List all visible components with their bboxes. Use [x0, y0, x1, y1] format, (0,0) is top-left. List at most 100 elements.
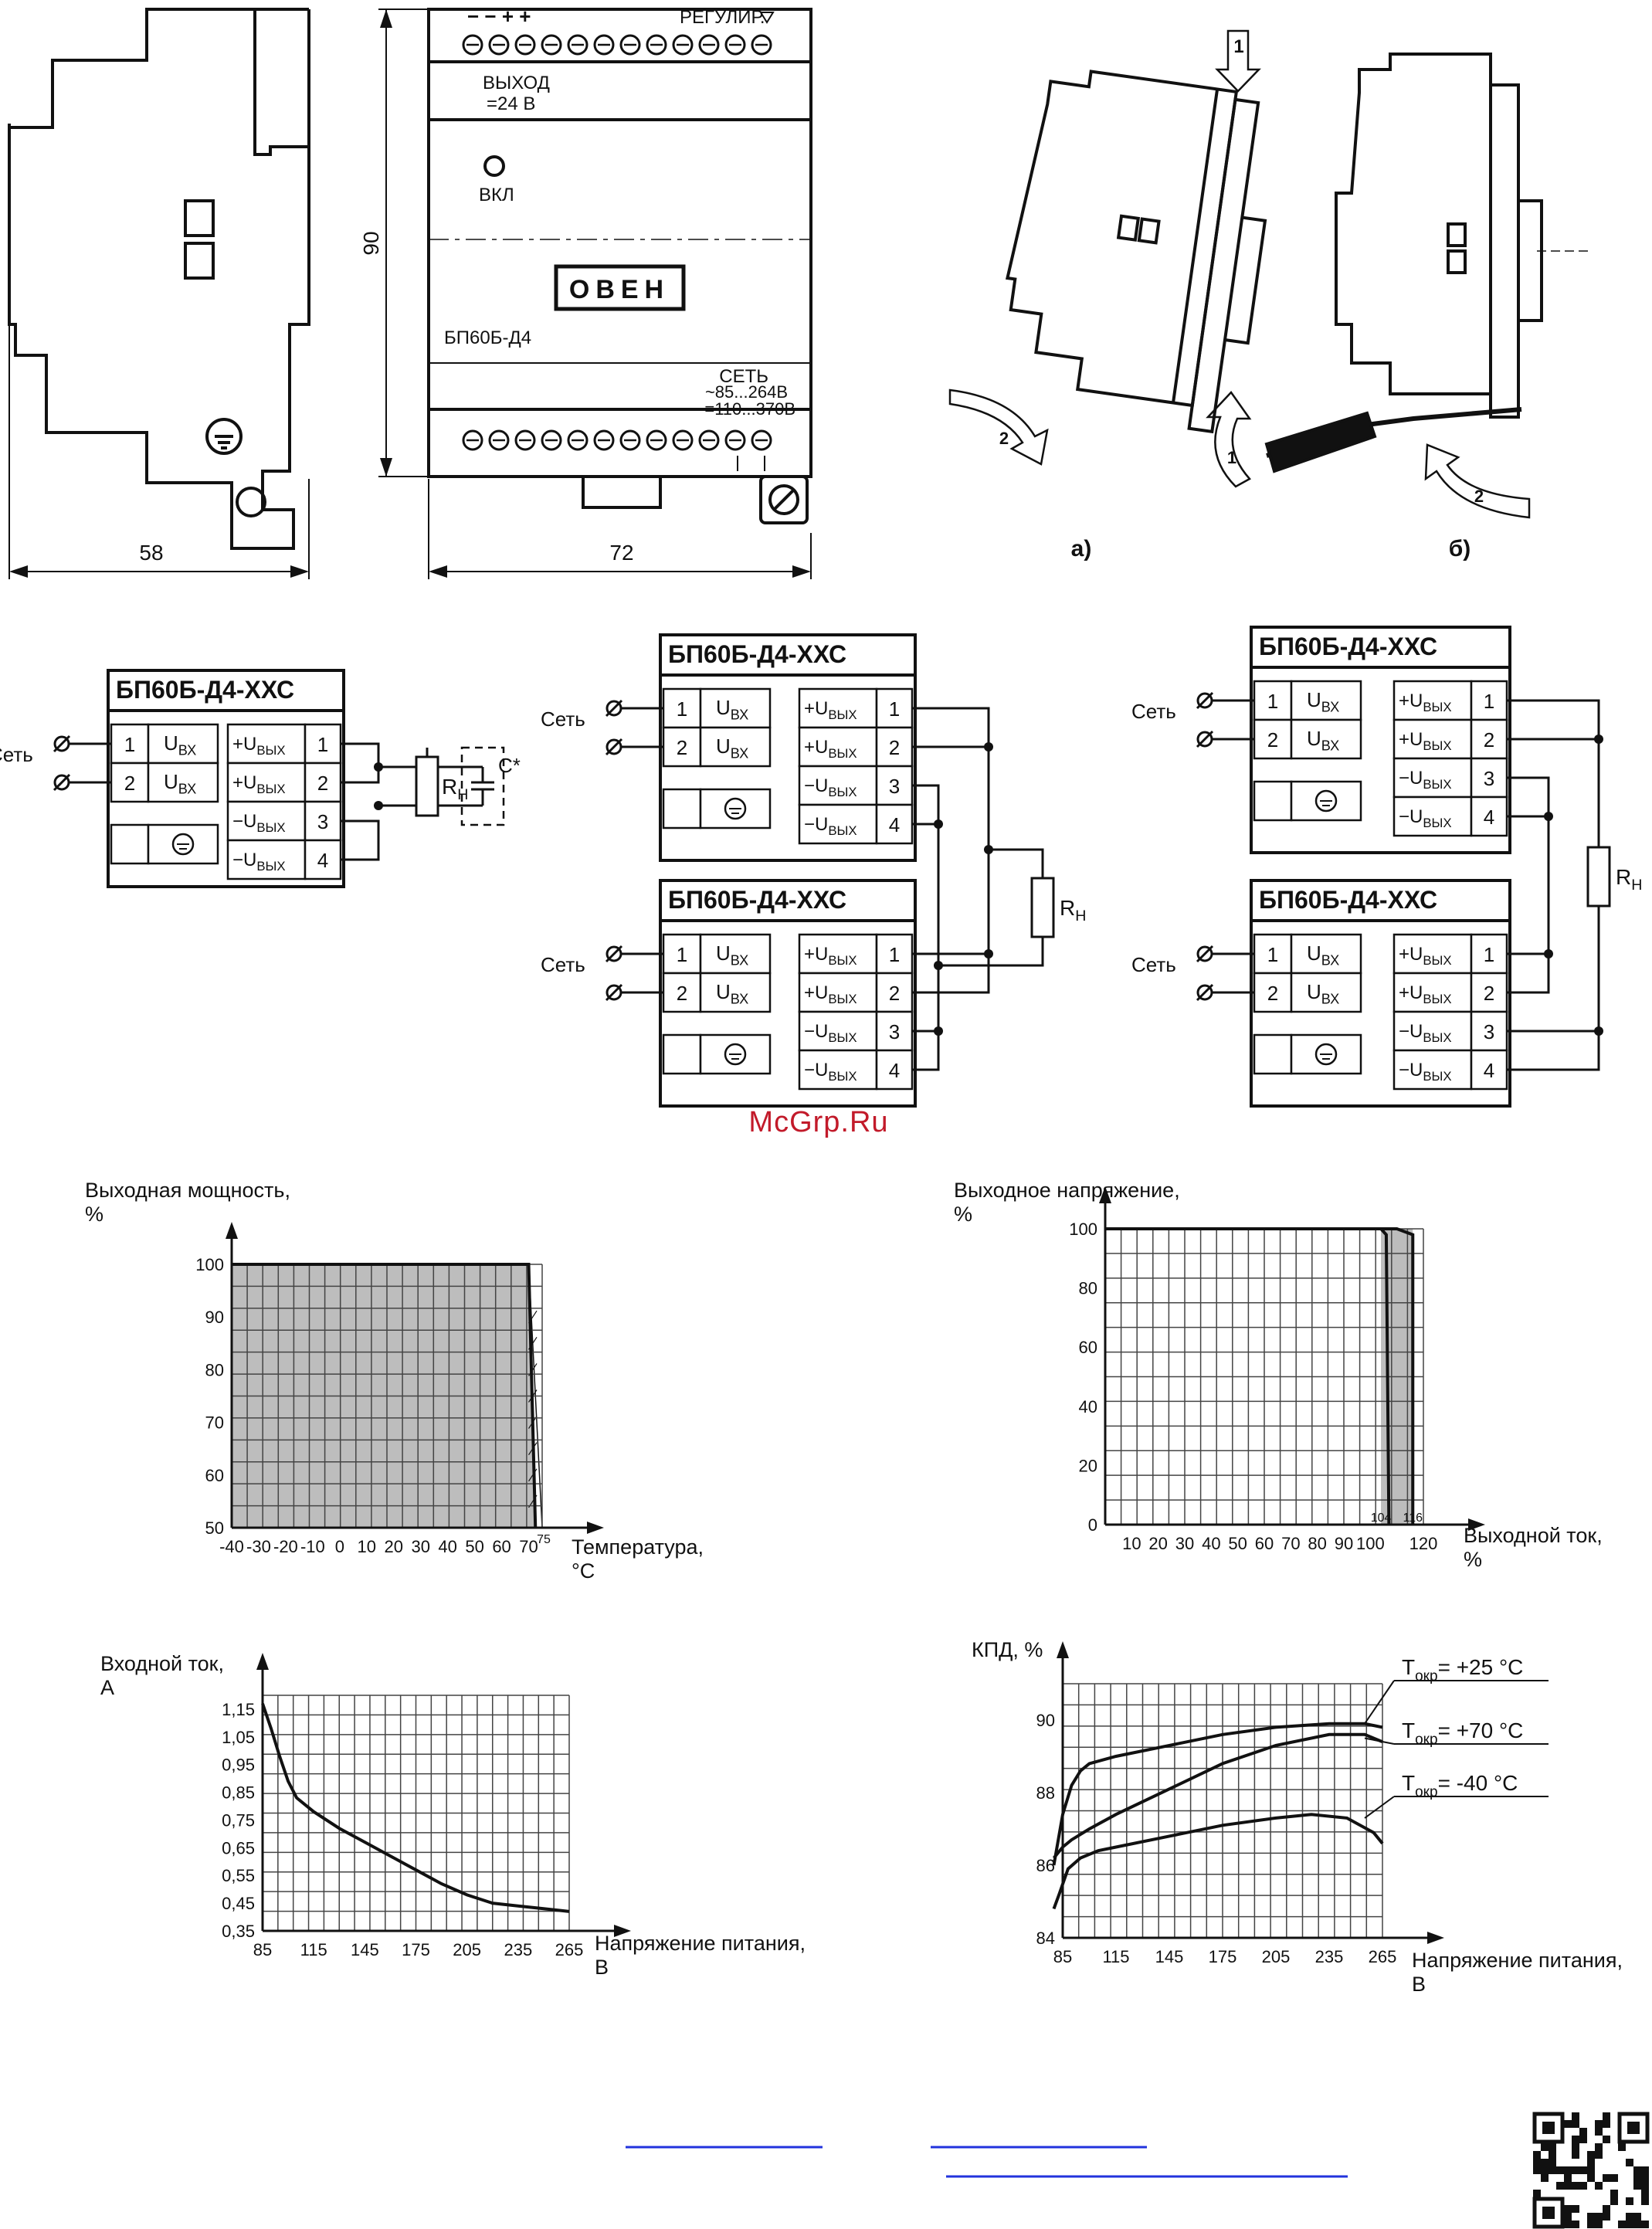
- mains-label: Сеть: [1131, 700, 1176, 723]
- psu-block-title: БП60Б-Д4-ХХС: [116, 676, 294, 704]
- input-label: UВХ: [716, 980, 748, 1007]
- qr-finder-core: [1542, 2122, 1555, 2134]
- output-pin-number: 3: [889, 1020, 900, 1043]
- arrow-step-2-a: 2: [999, 429, 1009, 448]
- psu-block-title: БП60Б-Д4-ХХС: [668, 886, 846, 914]
- load-resistor-label: RН: [442, 775, 468, 803]
- qr-module: [1595, 2143, 1603, 2151]
- leader-line: [1364, 1680, 1395, 1725]
- x-tick-label: 20: [1148, 1534, 1167, 1553]
- output-pin-cell: [1470, 680, 1508, 721]
- x-tick-label: 265: [1369, 1947, 1397, 1966]
- psu-block-title: БП60Б-Д4-ХХС: [1259, 633, 1437, 660]
- qr-module: [1564, 2166, 1572, 2174]
- qr-module: [1572, 2166, 1579, 2174]
- output-label: −UВЫХ: [1399, 1021, 1452, 1045]
- capacitor-dashed-box: [460, 746, 505, 826]
- output-pin-number: 3: [889, 775, 900, 798]
- qr-module: [1572, 2112, 1579, 2120]
- output-label-cell: [798, 803, 878, 845]
- qr-module: [1587, 2213, 1595, 2221]
- qr-module: [1603, 2120, 1610, 2128]
- mains-terminal-slash: [53, 735, 71, 753]
- dim-width-side: 58: [139, 541, 163, 565]
- qr-module: [1618, 2143, 1626, 2151]
- input-pin-number: 1: [677, 943, 687, 966]
- series-label: Токр= -40 °С: [1402, 1771, 1518, 1800]
- ground-blank-cell: [110, 823, 150, 865]
- x-tick-label: 85: [1053, 1947, 1072, 1966]
- mounting-view-b: [1264, 53, 1591, 473]
- x-tick-label: 50: [465, 1537, 483, 1556]
- qr-module: [1564, 2221, 1572, 2228]
- qr-module: [1595, 2128, 1603, 2136]
- ground-blank-cell: [662, 1033, 702, 1075]
- qr-module: [1572, 2143, 1579, 2151]
- mains-terminal-slash: [605, 983, 623, 1002]
- mains-label: Сеть: [541, 707, 585, 731]
- output-label: −UВЫХ: [1399, 768, 1452, 792]
- qr-finder: [1532, 2197, 1565, 2229]
- junction-dot: [1594, 735, 1603, 744]
- x-tick-label: -10: [300, 1537, 325, 1556]
- junction-dot: [934, 819, 943, 829]
- footer-links: [626, 2146, 1348, 2178]
- qr-module: [1579, 2128, 1587, 2136]
- y-tick-label: 0,95: [222, 1756, 255, 1775]
- input-pin-cell: [1253, 972, 1293, 1013]
- output-pin-cell: [875, 765, 914, 806]
- x-tick-label: -40: [219, 1537, 244, 1556]
- output-label: −UВЫХ: [804, 1021, 857, 1045]
- output-pin-number: 1: [1484, 943, 1494, 966]
- qr-module: [1610, 2190, 1618, 2197]
- qr-module: [1641, 2166, 1649, 2174]
- wire: [912, 784, 940, 1071]
- output-pin-number: 4: [1484, 1059, 1494, 1082]
- ground-blank-cell: [662, 788, 702, 830]
- model-label: БП60Б-Д4: [444, 327, 531, 348]
- output-pin-cell: [875, 803, 914, 845]
- qr-module: [1595, 2221, 1603, 2228]
- chart-grid: [231, 1264, 543, 1528]
- qr-module: [1587, 2159, 1595, 2166]
- psu-block-title: БП60Б-Д4-ХХС: [1259, 886, 1437, 914]
- x-tick-label: 90: [1335, 1534, 1353, 1553]
- x-axis-label: Температура,°С: [572, 1535, 704, 1583]
- input-label-cell: [699, 687, 772, 729]
- mains-label: Сеть: [541, 953, 585, 976]
- x-tick-label: 50: [1228, 1534, 1247, 1553]
- input-label: UВХ: [1307, 727, 1339, 754]
- output-pin-cell: [304, 839, 342, 880]
- qr-module: [1633, 2221, 1641, 2228]
- output-pin-number: 1: [1484, 690, 1494, 713]
- x-tick-label: 10: [358, 1537, 376, 1556]
- output-pin-number: 2: [889, 982, 900, 1005]
- y-axis-arrow: [256, 1653, 269, 1670]
- qr-module: [1641, 2221, 1649, 2228]
- ground-icon: [1314, 1043, 1338, 1066]
- qr-module: [1633, 2166, 1641, 2174]
- y-axis-arrow: [1099, 1186, 1111, 1203]
- qr-module: [1541, 2159, 1549, 2166]
- output-label: −UВЫХ: [804, 1060, 857, 1084]
- qr-code[interactable]: [1532, 2112, 1650, 2229]
- input-label-cell: [1290, 972, 1362, 1013]
- output-pin-cell: [304, 723, 342, 765]
- junction-dot: [934, 961, 943, 970]
- qr-module: [1564, 2174, 1572, 2182]
- x-tick-label: 100: [1356, 1534, 1385, 1553]
- x-tick-label: 30: [411, 1537, 429, 1556]
- qr-module: [1633, 2182, 1641, 2190]
- mounting-arrows: [948, 29, 1531, 519]
- input-pin-number: 2: [1267, 728, 1278, 751]
- mains-terminal-slash: [1196, 983, 1214, 1002]
- output-label: +UВЫХ: [1399, 944, 1452, 968]
- output-pin-cell: [1470, 718, 1508, 760]
- y-axis-arrow: [226, 1222, 238, 1239]
- y-axis-label: Выходная мощность,%: [85, 1179, 290, 1226]
- dim-height: 90: [359, 231, 383, 255]
- output-label: +UВЫХ: [1399, 729, 1452, 753]
- junction-dot: [984, 949, 993, 958]
